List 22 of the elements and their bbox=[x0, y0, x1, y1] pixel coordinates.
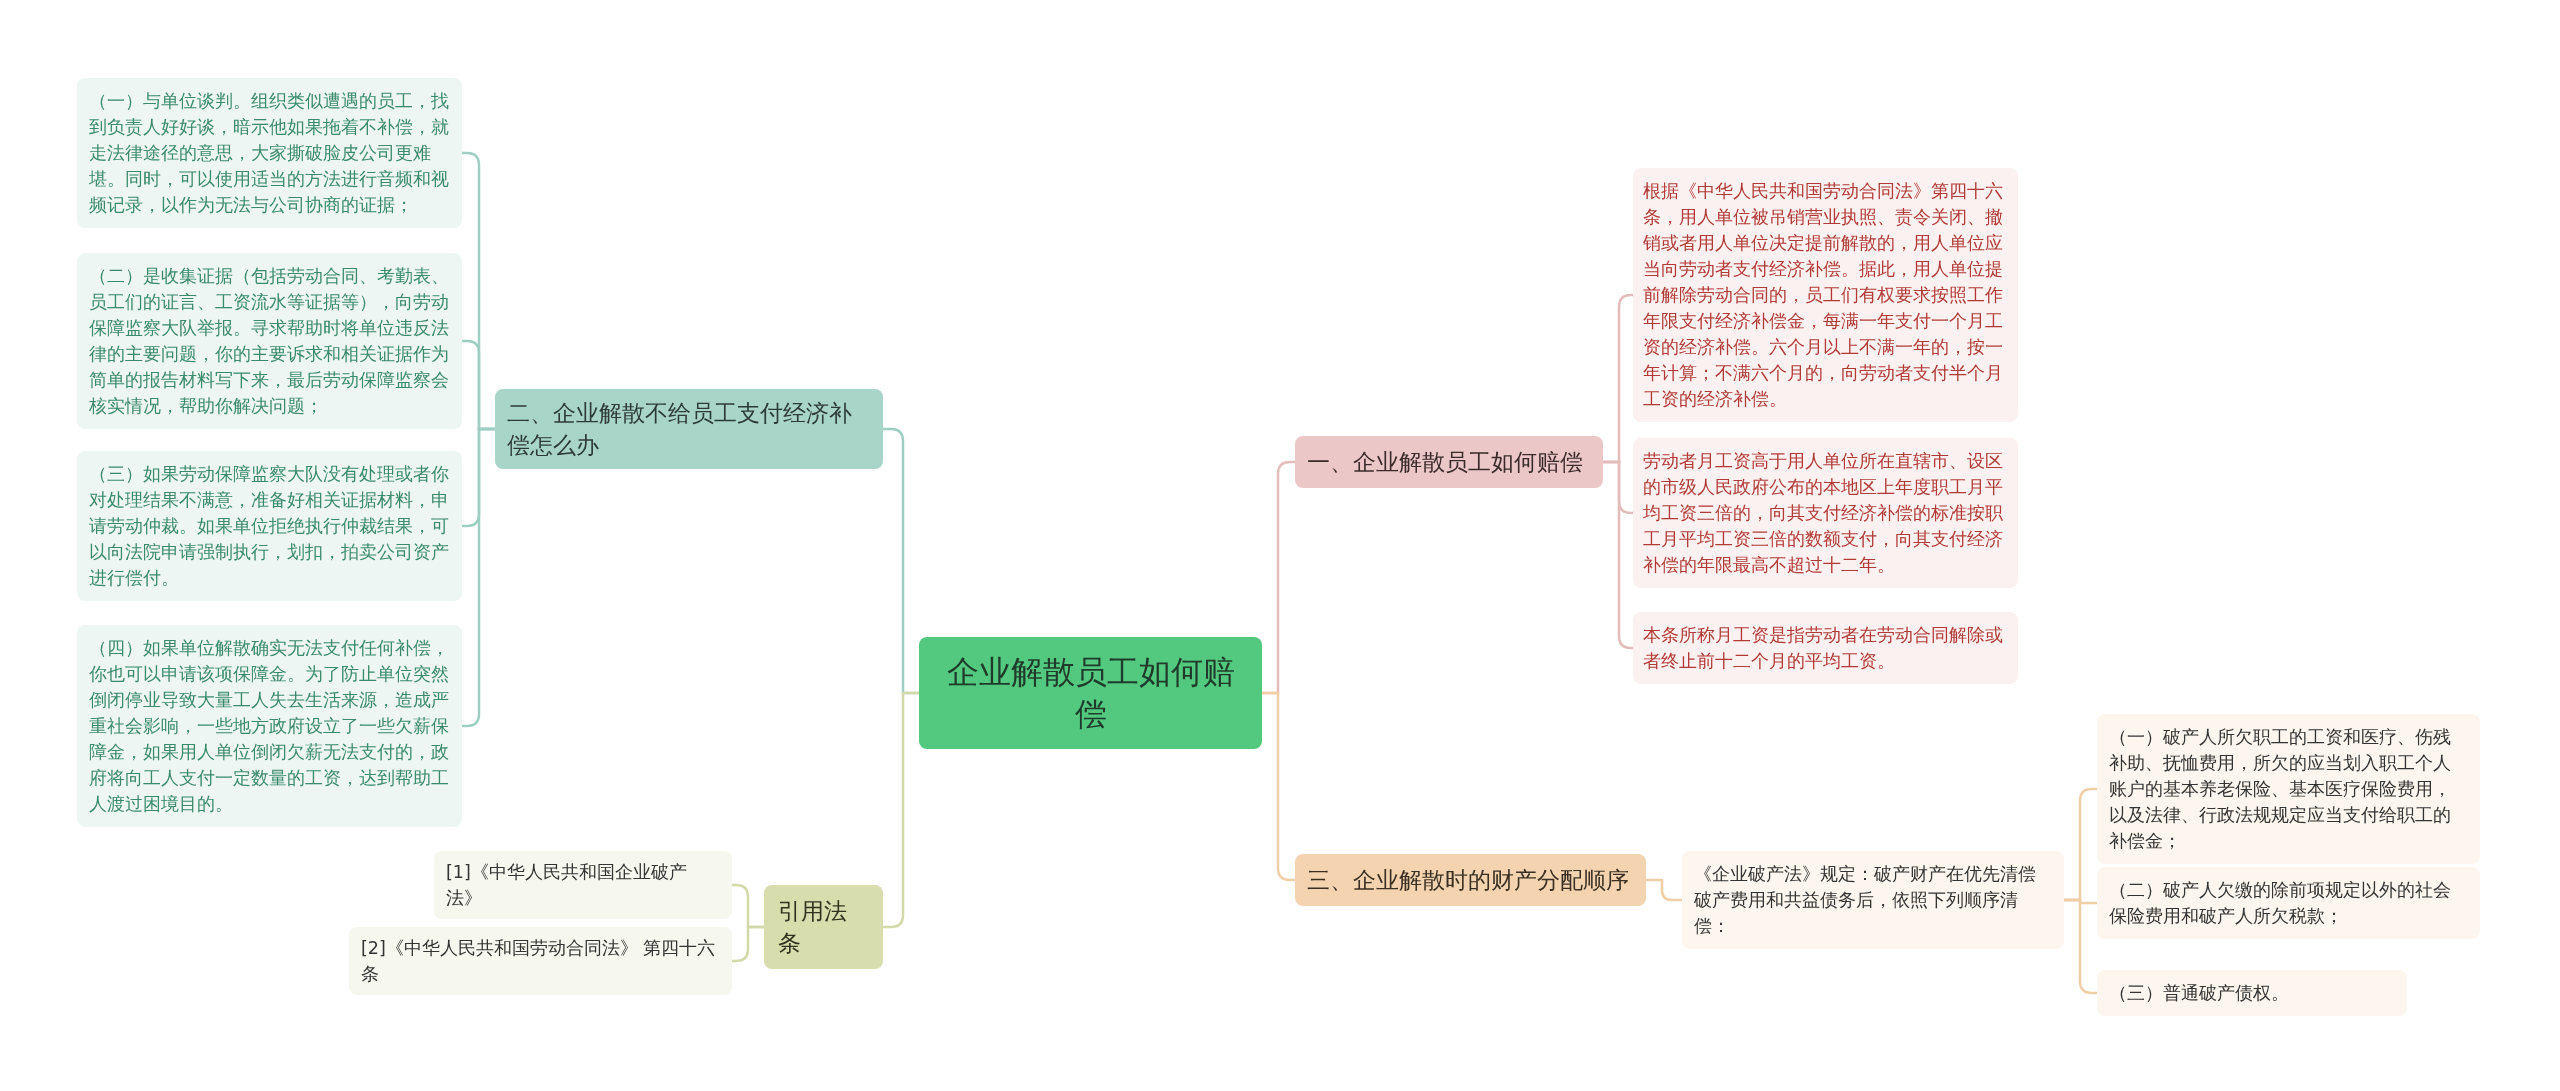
text-card: （一）破产人所欠职工的工资和医疗、伤残补助、抚恤费用，所欠的应当划入职工个人账户的基本养老保险、基本医疗保险费用，以及法律、行政法规规定应当支付给职工的补偿金； bbox=[2097, 714, 2480, 864]
citation-card: [2]《中华人民共和国劳动合同法》 第四十六条 bbox=[349, 927, 732, 995]
text-card: （二）破产人欠缴的除前项规定以外的社会保险费用和破产人所欠税款； bbox=[2097, 867, 2480, 939]
connector bbox=[732, 925, 764, 963]
text-card: （四）如果单位解散确实无法支付任何补偿，你也可以申请该项保障金。为了防止单位突然倒闭停业导致大量工人失去生活来源，造成严重社会影响，一些地方政府设立了一些欠薪保障金，如果用人单位倒闭欠薪无法支付的，政府将向工人支付一定数量的工资，达到帮助工人渡过困境目的。 bbox=[77, 625, 462, 827]
connector bbox=[883, 691, 919, 929]
text-card: 《企业破产法》规定：破产财产在优先清偿破产费用和共益债务后，依照下列顺序清偿： bbox=[1682, 851, 2064, 949]
text-card: （二）是收集证据（包括劳动合同、考勤表、员工们的证言、工资流水等证据等），向劳动保障监察大队举报。寻求帮助时将单位违反法律的主要问题，你的主要诉求和相关证据作为简单的报告材料写下来，最后劳动保障监察会核实情况，帮助你解决问题； bbox=[77, 253, 462, 429]
text-card: （三）普通破产债权。 bbox=[2097, 970, 2407, 1016]
branch-topic-box: 二、企业解散不给员工支付经济补偿怎么办 bbox=[495, 389, 883, 469]
branch-topic-box: 一、企业解散员工如何赔偿 bbox=[1295, 436, 1603, 488]
connector bbox=[1646, 878, 1682, 902]
text-card: 劳动者月工资高于用人单位所在直辖市、设区的市级人民政府公布的本地区上年度职工月平均工资三倍的，向其支付经济补偿的标准按职工月平均工资三倍的数额支付，向其支付经济补偿的年限最高不超过十二年。 bbox=[1633, 438, 2018, 588]
root-topic-box: 企业解散员工如何赔偿 bbox=[919, 637, 1262, 749]
citation-card: [1]《中华人民共和国企业破产法》 bbox=[434, 851, 732, 919]
text-card: （一）与单位谈判。组织类似遭遇的员工，找到负责人好好谈，暗示他如果拖着不补偿，就走法律途径的意思，大家撕破脸皮公司更难堪。同时，可以使用适当的方法进行音频和视频记录，以作为无法与公司协商的证据； bbox=[77, 78, 462, 228]
text-card: （三）如果劳动保障监察大队没有处理或者你对处理结果不满意，准备好相关证据材料，申请劳动仲裁。如果单位拒绝执行仲裁结果，可以向法院申请强制执行，划扣，拍卖公司资产进行偿付。 bbox=[77, 451, 462, 601]
branch-topic-box: 引用法条 bbox=[764, 885, 883, 969]
connector bbox=[1603, 460, 1633, 650]
text-card: 本条所称月工资是指劳动者在劳动合同解除或者终止前十二个月的平均工资。 bbox=[1633, 612, 2018, 684]
text-card: 根据《中华人民共和国劳动合同法》第四十六条，用人单位被吊销营业执照、责令关闭、撤销或者用人单位决定提前解散的，用人单位应当向劳动者支付经济补偿。据此，用人单位提前解除劳动合同的，员工们有权要求按照工作年限支付经济补偿金，每满一年支付一个月工资的经济补偿。六个月以上不满一年的，按一年计算；不满六个月的，向劳动者支付半个月工资的经济补偿。 bbox=[1633, 168, 2018, 422]
branch-topic-box: 三、企业解散时的财产分配顺序 bbox=[1295, 854, 1646, 906]
